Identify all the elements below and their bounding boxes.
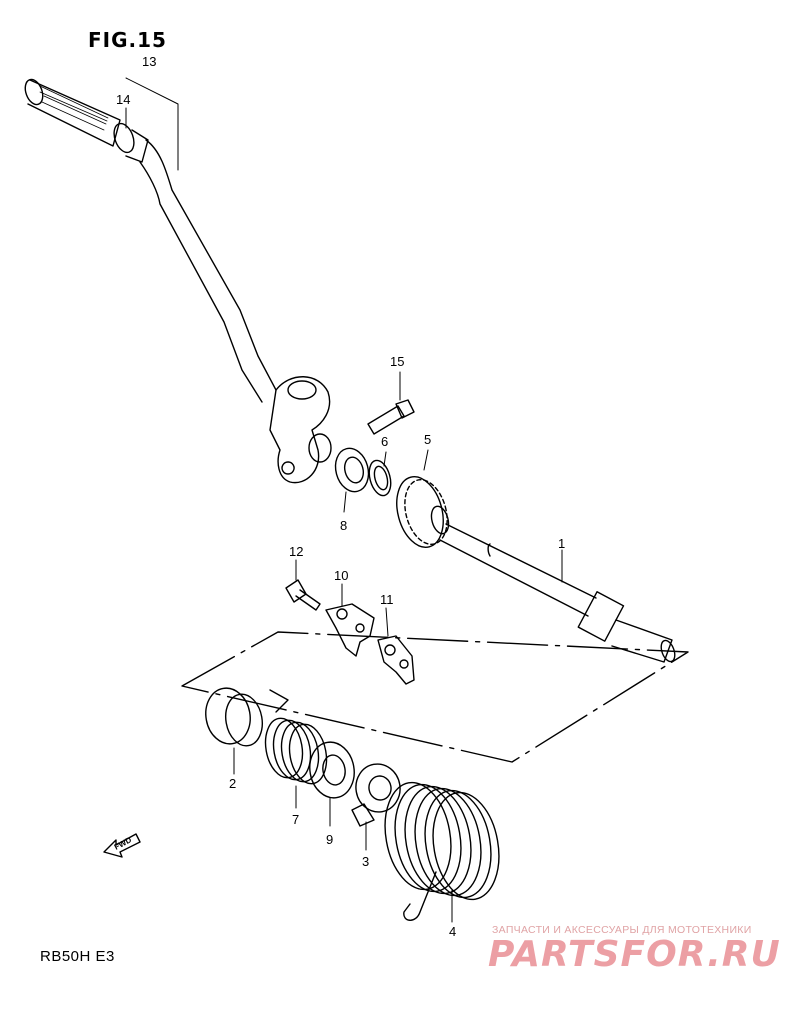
callout-3: 3 xyxy=(362,854,369,869)
watermark-tagline: ЗАПЧАСТИ И АКСЕССУАРЫ ДЛЯ МОТОТЕХНИКИ xyxy=(492,924,752,936)
washer-9 xyxy=(309,741,355,799)
kick-shaft-1 xyxy=(439,523,676,663)
callout-9: 9 xyxy=(326,832,333,847)
bolt-15 xyxy=(367,399,415,435)
callout-15: 15 xyxy=(390,354,404,369)
fwd-arrow-icon xyxy=(103,833,141,858)
spring-guide-3 xyxy=(351,763,401,827)
callout-4: 4 xyxy=(449,924,456,939)
callout-labels: 13 14 15 6 5 8 1 12 10 11 2 7 9 3 4 FWD xyxy=(113,54,566,939)
callout-11: 11 xyxy=(380,592,394,607)
callout-2: 2 xyxy=(229,776,236,791)
figure-title: FIG.15 xyxy=(88,28,167,52)
leader-lines xyxy=(125,77,563,923)
guide-plate-11 xyxy=(377,635,415,685)
callout-14: 14 xyxy=(116,92,130,107)
washer-6 xyxy=(368,459,392,497)
callout-12: 12 xyxy=(289,544,303,559)
kick-gear-5 xyxy=(396,476,450,548)
callout-6: 6 xyxy=(381,434,388,449)
bolt-12 xyxy=(285,579,321,611)
callout-10: 10 xyxy=(334,568,348,583)
spring-7 xyxy=(264,717,328,785)
model-code: RB50H E3 xyxy=(40,948,115,965)
assembly-outline xyxy=(181,631,689,763)
callout-7: 7 xyxy=(292,812,299,827)
callout-8: 8 xyxy=(340,518,347,533)
return-spring-4 xyxy=(384,781,500,921)
callout-13: 13 xyxy=(142,54,156,69)
kick-starter-lever xyxy=(24,78,332,484)
ratchet-2 xyxy=(205,687,289,747)
oil-seal-8 xyxy=(334,447,370,493)
callout-5: 5 xyxy=(424,432,431,447)
guide-plate-10 xyxy=(325,603,375,657)
callout-1: 1 xyxy=(558,536,565,551)
watermark-brand: PARTSFOR.RU xyxy=(488,934,781,975)
